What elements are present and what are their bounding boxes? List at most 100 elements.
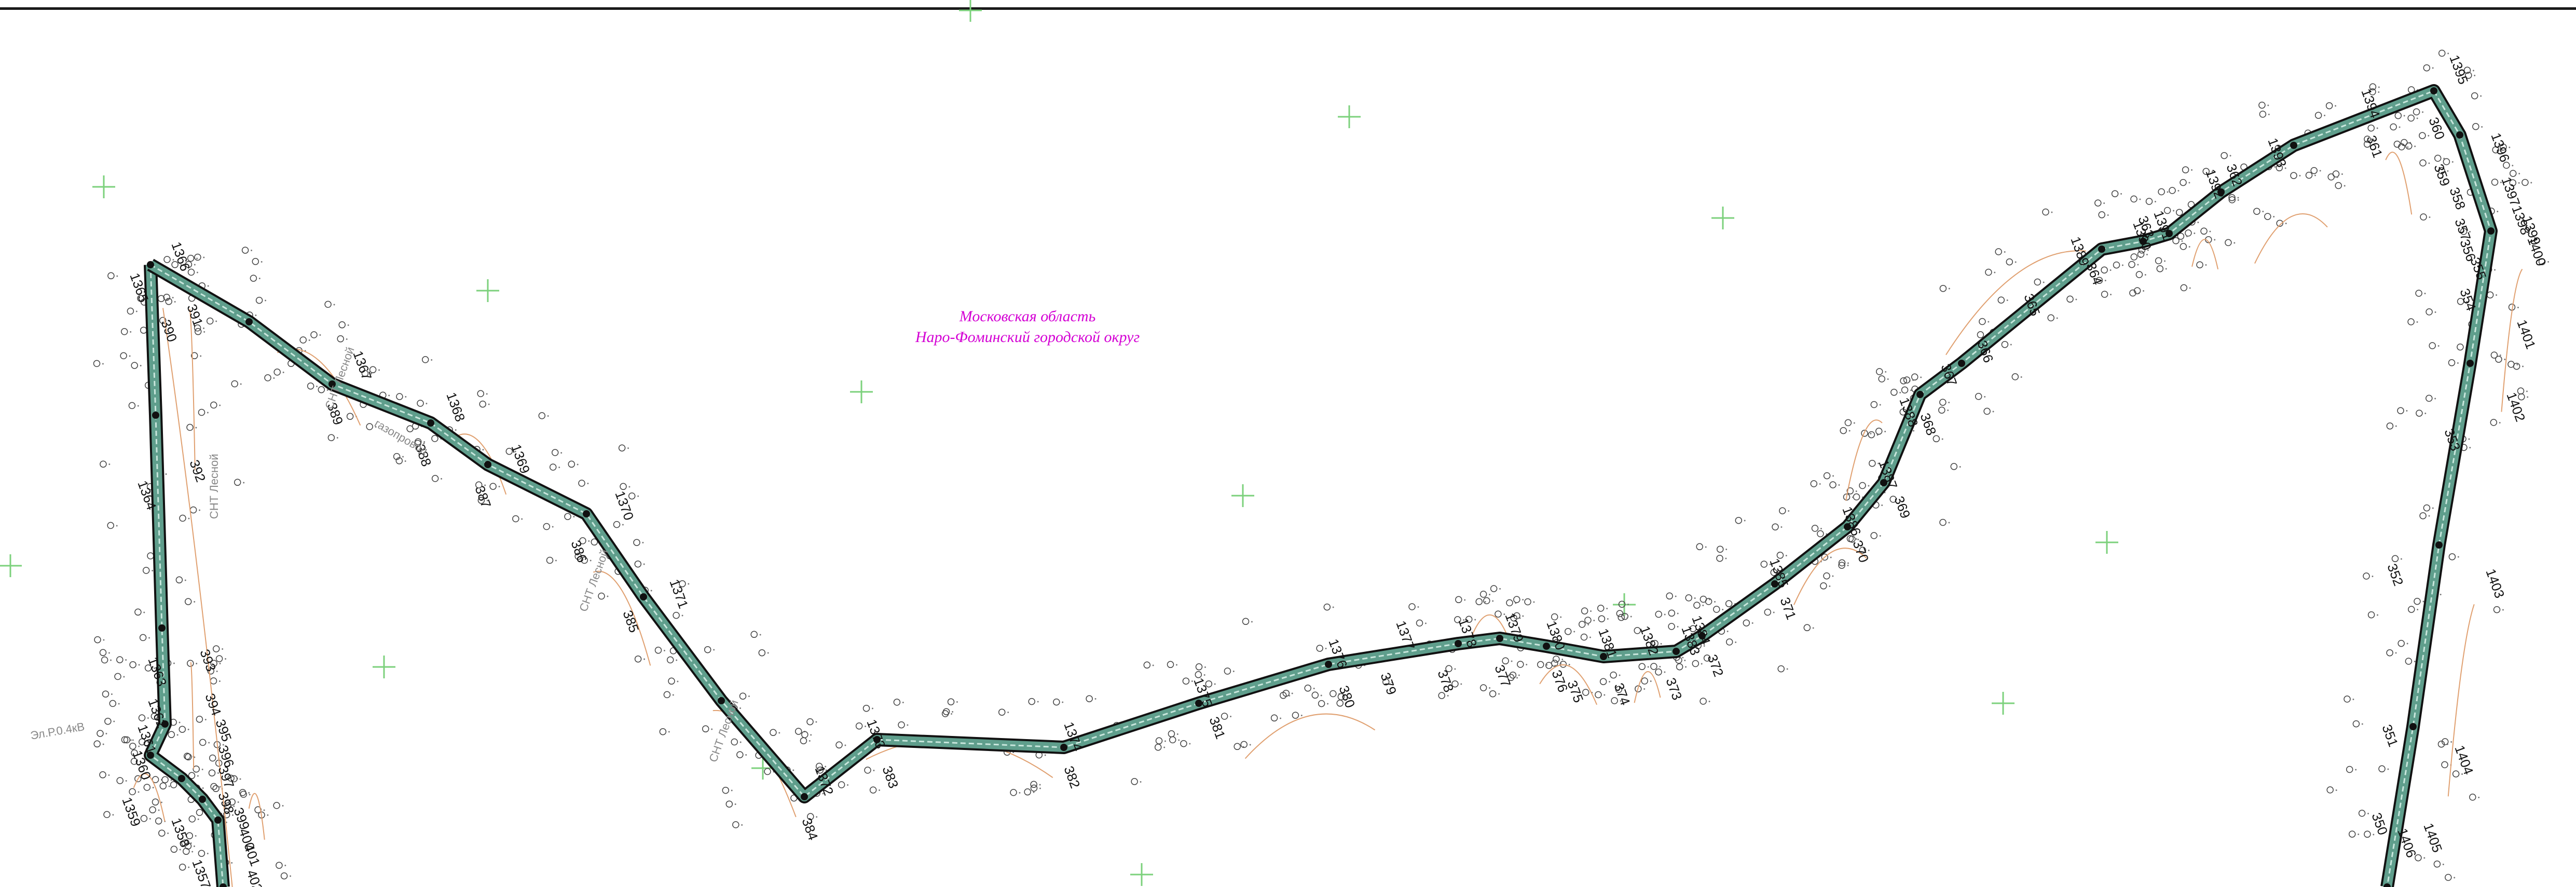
survey-elevation: • — [2428, 513, 2430, 520]
survey-elevation: • — [1178, 737, 1180, 743]
survey-point — [1537, 661, 1544, 668]
survey-elevation: • — [102, 361, 104, 367]
survey-point — [2452, 770, 2460, 777]
survey-point — [1840, 427, 1847, 434]
survey-point — [598, 592, 605, 600]
survey-point — [1330, 690, 1337, 698]
survey-elevation: • — [240, 381, 242, 388]
survey-elevation: • — [2335, 103, 2337, 110]
survey-elevation: • — [590, 558, 592, 564]
survey-point — [120, 352, 127, 360]
survey-elevation: • — [2274, 164, 2276, 170]
survey-elevation: • — [105, 731, 107, 737]
survey-elevation: • — [2414, 143, 2416, 149]
survey-elevation: • — [2522, 364, 2524, 370]
survey-elevation: • — [1627, 602, 1629, 608]
survey-point — [1598, 615, 1606, 622]
survey-elevation: • — [158, 807, 160, 813]
survey-elevation: • — [336, 435, 338, 441]
survey-point — [161, 776, 169, 784]
survey-point — [659, 728, 667, 735]
survey-point — [1143, 661, 1151, 669]
survey-elevation: • — [2209, 228, 2211, 235]
survey-point — [139, 634, 147, 642]
survey-elevation: • — [739, 740, 742, 746]
survey-point — [1167, 661, 1174, 668]
survey-elevation: • — [1675, 593, 1677, 599]
survey-elevation: • — [2373, 831, 2375, 838]
vertex-marker — [1496, 635, 1503, 642]
survey-point — [2325, 102, 2333, 110]
survey-elevation: • — [187, 727, 189, 733]
survey-elevation: • — [203, 329, 205, 335]
vertex-marker — [1880, 479, 1887, 486]
survey-elevation: • — [1725, 556, 1727, 562]
survey-point — [620, 483, 627, 490]
survey-elevation: • — [643, 657, 646, 663]
survey-elevation: • — [225, 820, 227, 826]
survey-elevation: • — [865, 724, 867, 730]
survey-elevation: • — [1870, 431, 1872, 437]
survey-point — [1700, 595, 1707, 603]
survey-point — [1890, 389, 1898, 396]
survey-point — [2180, 179, 2187, 186]
survey-elevation: • — [2189, 285, 2191, 291]
survey-elevation: • — [1698, 626, 1701, 632]
survey-elevation: • — [1879, 402, 1881, 408]
survey-point — [138, 714, 146, 721]
survey-point — [1938, 406, 1945, 414]
survey-point — [250, 275, 257, 282]
survey-elevation: • — [405, 394, 407, 400]
vertex-number-lower: 390 — [158, 318, 180, 344]
survey-point — [2113, 261, 2120, 269]
survey-point — [1597, 605, 1605, 612]
grid-cross — [959, 0, 982, 22]
survey-point — [2394, 112, 2402, 119]
vertex-number-lower: 350 — [2368, 811, 2391, 837]
survey-point — [1479, 591, 1487, 598]
survey-elevation: • — [1887, 376, 1889, 383]
survey-elevation: • — [455, 427, 457, 433]
survey-point — [1803, 624, 1811, 632]
grid-cross — [373, 656, 395, 678]
survey-elevation: • — [1677, 624, 1679, 630]
survey-point — [1584, 617, 1592, 624]
survey-point — [361, 370, 369, 377]
survey-point — [179, 863, 186, 871]
survey-point — [2445, 874, 2452, 881]
survey-point — [2397, 639, 2405, 647]
survey-point — [1024, 788, 1031, 796]
survey-elevation: • — [879, 787, 881, 794]
survey-point — [1438, 692, 1445, 699]
vertex-marker — [161, 720, 169, 728]
survey-elevation: • — [1560, 615, 1562, 621]
contour-line — [1845, 419, 1883, 501]
vertex-number-lower: 387 — [472, 484, 494, 510]
survey-point — [131, 362, 138, 369]
survey-elevation: • — [1251, 619, 1253, 625]
survey-point — [2407, 318, 2415, 325]
survey-point — [2175, 209, 2183, 216]
survey-elevation: • — [149, 816, 151, 822]
survey-point — [2182, 166, 2189, 173]
survey-elevation: • — [1684, 658, 1686, 664]
survey-point — [324, 301, 332, 308]
survey-elevation: • — [1820, 526, 1823, 532]
survey-elevation: • — [1826, 531, 1828, 537]
survey-point — [1939, 284, 1947, 292]
survey-elevation: • — [1620, 698, 1622, 704]
survey-elevation: • — [1464, 597, 1466, 603]
survey-elevation: • — [2468, 436, 2470, 443]
survey-elevation: • — [2527, 394, 2529, 401]
survey-point — [1779, 507, 1786, 514]
survey-point — [2156, 265, 2164, 272]
survey-elevation: • — [1607, 616, 1609, 622]
survey-elevation: • — [1593, 618, 1595, 624]
survey-point — [2352, 720, 2360, 728]
survey-point — [2391, 555, 2399, 563]
survey-elevation: • — [2457, 360, 2459, 366]
survey-elevation: • — [248, 790, 250, 796]
survey-elevation: • — [547, 413, 549, 419]
survey-point — [120, 328, 128, 335]
survey-elevation: • — [2499, 420, 2501, 426]
